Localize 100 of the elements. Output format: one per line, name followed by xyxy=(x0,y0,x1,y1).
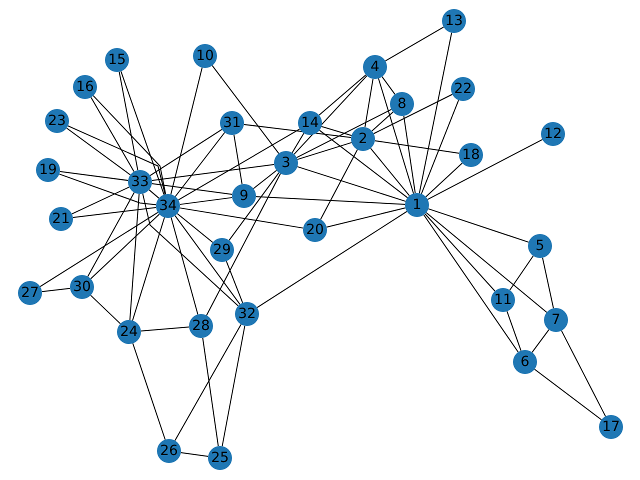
edge-line xyxy=(506,310,522,352)
edge-line xyxy=(534,368,602,420)
edge-line xyxy=(170,67,203,195)
graph-node: 25 xyxy=(208,446,232,470)
edge-line xyxy=(140,326,190,332)
edge-line xyxy=(371,112,394,132)
graph-node: 14 xyxy=(298,111,322,135)
edge-line xyxy=(170,217,198,315)
edge-line xyxy=(118,71,138,171)
edge-line xyxy=(326,207,406,228)
edge-line xyxy=(40,212,158,288)
edge-line xyxy=(120,70,165,196)
edge-line xyxy=(179,207,304,229)
edge-line xyxy=(318,74,366,116)
edge-line xyxy=(150,128,222,176)
edge-line xyxy=(151,183,233,195)
graph-node: 7 xyxy=(544,308,568,332)
edge-line xyxy=(87,192,135,277)
graph-node: 21 xyxy=(49,207,73,231)
edge-line xyxy=(255,196,406,205)
edge-line xyxy=(509,255,534,291)
graph-node: 8 xyxy=(390,92,414,116)
graph-node: 10 xyxy=(193,44,217,68)
edge-line xyxy=(296,142,352,160)
graph-node: 20 xyxy=(303,218,327,242)
edge-line xyxy=(364,78,374,128)
edge-line xyxy=(174,324,242,442)
edge-line xyxy=(370,148,410,196)
edge-line xyxy=(59,171,129,181)
edge-line xyxy=(71,186,130,214)
edge-line xyxy=(90,96,134,172)
edge-line xyxy=(320,149,358,220)
graph-node: 28 xyxy=(189,314,213,338)
edge-line xyxy=(179,197,233,205)
graph-node: 17 xyxy=(599,415,623,439)
edge-line xyxy=(92,95,166,195)
edge-line xyxy=(426,212,548,313)
graph-node: 6 xyxy=(513,350,537,374)
edge-line xyxy=(403,115,416,194)
graph-node: 1 xyxy=(405,193,429,217)
edge-line xyxy=(90,294,121,324)
graph-node: 16 xyxy=(73,75,97,99)
graph-node: 9 xyxy=(232,184,256,208)
edge-line xyxy=(542,257,554,309)
graph-node: 19 xyxy=(36,158,60,182)
edge-line xyxy=(373,94,453,134)
graph-node: 22 xyxy=(451,77,475,101)
graph-node: 32 xyxy=(235,302,259,326)
graph-node: 24 xyxy=(117,320,141,344)
edge-line xyxy=(423,214,519,353)
edge-line xyxy=(378,78,414,194)
edge-line xyxy=(212,65,280,154)
graph-node: 13 xyxy=(442,9,466,33)
graph-node: 27 xyxy=(18,281,42,305)
edge-line xyxy=(228,172,280,241)
graph-node: 3 xyxy=(274,151,298,175)
edge-line xyxy=(142,193,239,306)
graph-node: 18 xyxy=(459,143,483,167)
edge-line xyxy=(427,139,543,200)
edge-line xyxy=(41,288,71,292)
edge-line xyxy=(148,189,160,199)
graph-node: 12 xyxy=(541,122,565,146)
edge-line xyxy=(226,260,244,304)
graph-node: 30 xyxy=(70,275,94,299)
graph-node: 4 xyxy=(363,55,387,79)
edge-line xyxy=(174,215,240,305)
edge-line xyxy=(256,210,408,308)
edge-line xyxy=(129,193,140,321)
edge-line xyxy=(418,32,452,194)
edge-line xyxy=(252,170,278,190)
edge-line xyxy=(132,216,165,322)
edge-line xyxy=(382,76,396,95)
edge-line xyxy=(233,134,243,185)
edge-line xyxy=(66,128,131,176)
edge-line xyxy=(72,206,157,218)
graph-node: 29 xyxy=(210,238,234,262)
edge-line xyxy=(374,140,460,154)
edge-line xyxy=(319,130,408,198)
edge-line xyxy=(174,132,226,197)
edge-line xyxy=(67,125,166,195)
edge-line xyxy=(560,330,606,417)
graph-node: 34 xyxy=(156,194,180,218)
edge-line xyxy=(296,108,392,158)
edge-line xyxy=(296,166,406,202)
edge-line xyxy=(420,100,460,194)
edge-line xyxy=(321,126,352,136)
graph-node: 15 xyxy=(105,48,129,72)
graph-node: 5 xyxy=(528,234,552,258)
graph-node: 26 xyxy=(157,439,181,463)
edge-line xyxy=(222,325,246,447)
edge-line xyxy=(384,26,444,62)
edge-line xyxy=(424,213,496,292)
graph-node: 23 xyxy=(45,109,69,133)
edge-line xyxy=(202,337,219,447)
edge-line xyxy=(294,75,368,155)
edge-line xyxy=(132,342,166,440)
edge-line xyxy=(243,124,352,138)
edge-line xyxy=(428,208,530,243)
graph-node: 33 xyxy=(128,170,152,194)
edge-line xyxy=(58,174,157,206)
